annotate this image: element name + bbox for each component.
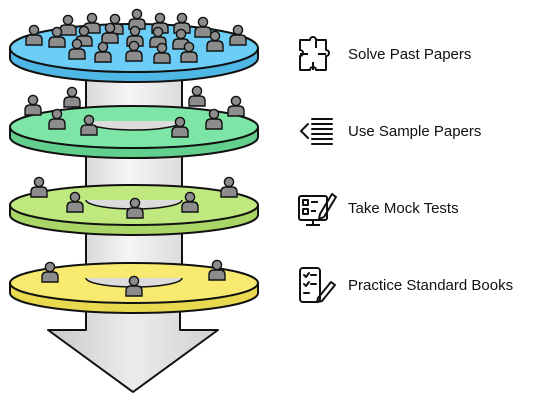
- puzzle-icon: [299, 36, 330, 71]
- person-icon: [153, 42, 171, 64]
- person-icon: [125, 275, 143, 297]
- step-label: Solve Past Papers: [348, 46, 472, 63]
- tier-2-disc: [9, 105, 259, 159]
- person-icon: [208, 259, 226, 281]
- person-icon: [227, 95, 245, 117]
- step-label: Use Sample Papers: [348, 123, 482, 140]
- person-icon: [125, 40, 143, 62]
- person-icon: [24, 94, 42, 116]
- person-icon: [126, 197, 144, 219]
- person-icon: [68, 38, 86, 60]
- person-icon: [171, 116, 189, 138]
- step-practice-standard-books: Practice Standard Books: [296, 265, 536, 307]
- person-icon: [180, 41, 198, 63]
- step-use-sample-papers: Use Sample Papers: [296, 111, 536, 153]
- person-icon: [30, 176, 48, 198]
- person-icon: [229, 24, 247, 46]
- down-arrow: [47, 309, 219, 393]
- step-label: Practice Standard Books: [348, 277, 514, 294]
- person-icon: [206, 30, 224, 52]
- person-icon: [101, 22, 119, 44]
- person-icon: [48, 26, 66, 48]
- person-icon: [220, 176, 238, 198]
- dashboard-icon: [298, 193, 337, 226]
- person-icon: [63, 86, 81, 108]
- step-solve-past-papers: Solve Past Papers: [296, 34, 536, 76]
- list-icon: [299, 118, 333, 145]
- person-icon: [94, 41, 112, 63]
- people-figures: [24, 8, 247, 297]
- person-icon: [188, 85, 206, 107]
- checklist-pen-icon: [299, 267, 336, 303]
- step-take-mock-tests: Take Mock Tests: [296, 188, 536, 230]
- person-icon: [181, 191, 199, 213]
- person-icon: [128, 8, 146, 30]
- person-icon: [48, 108, 66, 130]
- person-icon: [59, 14, 77, 36]
- person-icon: [80, 114, 98, 136]
- person-icon: [41, 261, 59, 283]
- person-icon: [25, 24, 43, 46]
- person-icon: [66, 191, 84, 213]
- person-icon: [205, 108, 223, 130]
- step-label: Take Mock Tests: [348, 200, 459, 217]
- person-icon: [194, 16, 212, 38]
